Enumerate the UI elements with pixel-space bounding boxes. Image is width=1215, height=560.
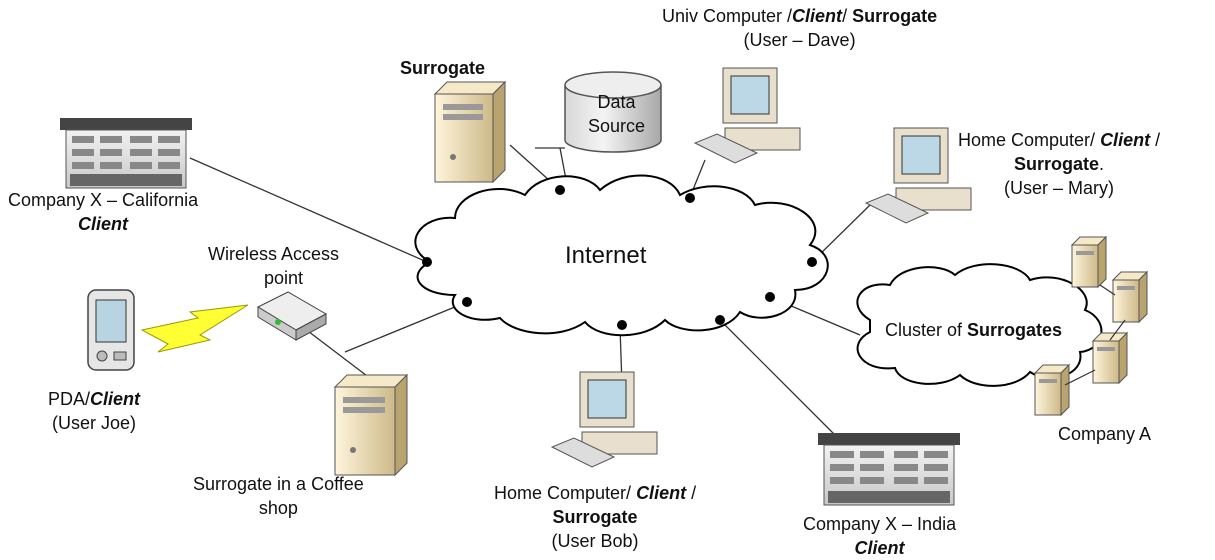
building-company-india-icon — [818, 433, 960, 506]
company-ca-label: Company X – California Client — [8, 190, 199, 234]
cluster-server-icon-4 — [1033, 363, 1071, 417]
home-mary-computer-icon — [864, 127, 972, 224]
company-a-label: Company A — [1058, 424, 1152, 444]
cluster-links — [1064, 284, 1126, 386]
cluster-label: Cluster of Surrogates — [885, 320, 1063, 340]
home-mary-label: Home Computer/ Client / Surrogate. (User… — [958, 130, 1161, 198]
lightning-icon — [140, 304, 249, 353]
home-bob-label: Home Computer/ Client / Surrogate (User … — [494, 483, 697, 551]
wireless-access-point-icon — [256, 291, 328, 341]
pda-label: PDA/Client (User Joe) — [48, 389, 141, 433]
data-source-icon — [564, 71, 662, 153]
coffee-shop-label: Surrogate in a Coffee shop — [193, 474, 364, 518]
cluster-server-icon-2 — [1111, 270, 1149, 324]
internet-cloud — [414, 174, 829, 337]
data-source-label: Data Source — [588, 92, 646, 136]
coffee-shop-server-icon — [333, 373, 409, 477]
home-bob-computer-icon — [550, 371, 658, 468]
univ-computer-icon — [693, 67, 801, 164]
link-company-ca — [189, 157, 428, 263]
link-coffee — [299, 324, 376, 383]
link-company-india — [719, 319, 841, 441]
internet-label: Internet — [565, 242, 647, 269]
surrogate-server-icon — [433, 80, 507, 184]
surrogate-top-label: Surrogate — [400, 58, 486, 78]
cluster-server-icon-1 — [1070, 235, 1108, 289]
cluster-server-icon-3 — [1091, 331, 1129, 385]
building-company-ca-icon — [60, 118, 192, 189]
wireless-label: Wireless Access point — [208, 244, 340, 288]
link-wireless — [344, 301, 468, 353]
connection-lines — [189, 129, 871, 441]
pda-icon — [87, 289, 135, 371]
univ-computer-label: Univ Computer /Client/ Surrogate (User –… — [662, 6, 938, 50]
company-india-label: Company X – India Client — [803, 514, 957, 558]
connection-dots — [422, 185, 817, 330]
